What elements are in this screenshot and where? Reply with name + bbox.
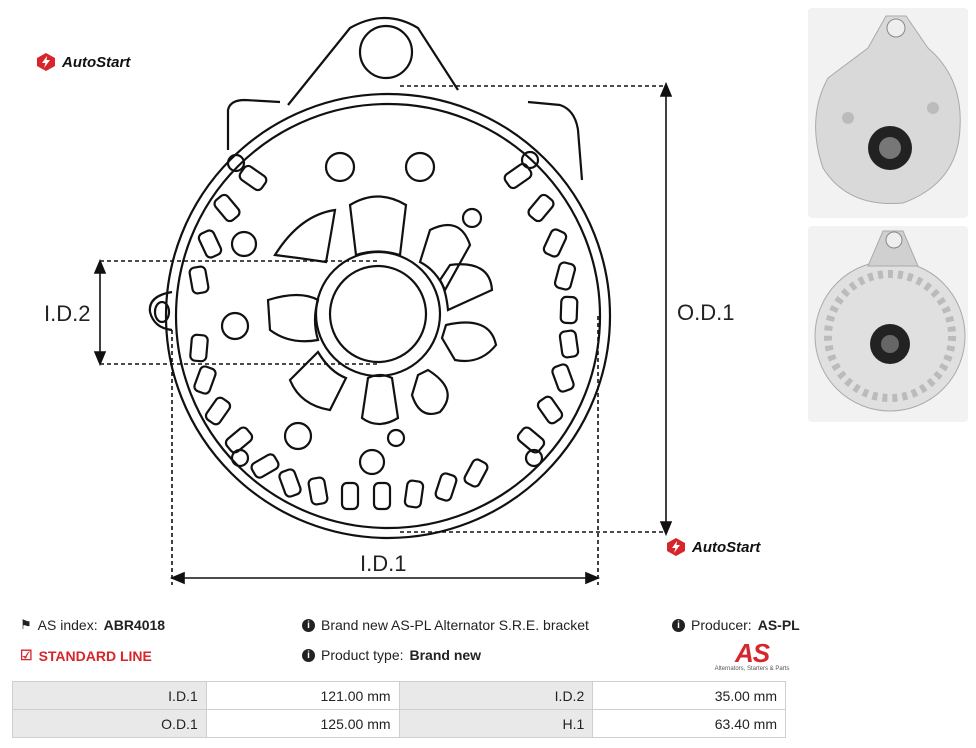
product-type-value: Brand new: [409, 647, 482, 663]
bracket-photo-front-image: [815, 15, 961, 205]
bracket-technical-drawing: I.D.2 O.D.1 I.D.1: [44, 17, 734, 585]
tags-icon: ⚑: [20, 617, 32, 632]
spec-label: H.1: [398, 709, 594, 738]
standard-line-text: STANDARD LINE: [38, 647, 152, 664]
brand-name: AutoStart: [62, 53, 131, 71]
product-type: i Product type: Brand new: [302, 647, 481, 663]
autostart-logo-icon: [37, 53, 55, 71]
autostart-logo-icon: [667, 538, 685, 556]
producer: i Producer: AS-PL: [672, 617, 800, 633]
spec-value: 35.00 mm: [592, 681, 786, 710]
brand-logo-top: AutoStart: [36, 52, 130, 72]
description-text: Brand new AS-PL Alternator S.R.E. bracke…: [321, 617, 589, 633]
spec-value: 121.00 mm: [205, 681, 400, 710]
label-id2: I.D.2: [44, 301, 90, 326]
product-photo-back[interactable]: [808, 226, 968, 422]
standard-line-badge: ☑ STANDARD LINE: [20, 647, 152, 664]
info-circle-icon: i: [672, 618, 685, 632]
check-square-icon: ☑: [20, 647, 33, 663]
spec-value: 125.00 mm: [205, 709, 400, 738]
as-index: ⚑ AS index: ABR4018: [20, 617, 165, 633]
producer-label: Producer:: [691, 617, 752, 633]
as-logo-text: AS: [734, 638, 770, 668]
info-circle-icon: i: [302, 618, 315, 632]
label-id1: I.D.1: [360, 551, 406, 576]
as-index-value: ABR4018: [103, 617, 166, 633]
producer-value: AS-PL: [757, 617, 800, 633]
info-circle-icon: i: [302, 648, 315, 662]
as-pl-logo: AS Alternators, Starters & Parts: [712, 640, 792, 672]
spec-label: O.D.1: [12, 709, 207, 738]
brand-name: AutoStart: [692, 538, 761, 556]
brand-logo-drawing: AutoStart: [666, 537, 760, 557]
as-logo-tagline: Alternators, Starters & Parts: [714, 666, 790, 672]
spec-label: I.D.2: [398, 681, 594, 710]
table-row: O.D.1 125.00 mm H.1 63.40 mm: [12, 709, 786, 738]
product-description: i Brand new AS-PL Alternator S.R.E. brac…: [302, 617, 589, 633]
specs-table: I.D.1 121.00 mm I.D.2 35.00 mm O.D.1 125…: [12, 681, 786, 738]
product-type-label: Product type:: [321, 647, 404, 663]
as-index-label: AS index:: [37, 617, 98, 633]
table-row: I.D.1 121.00 mm I.D.2 35.00 mm: [12, 681, 786, 710]
label-od1: O.D.1: [677, 300, 734, 325]
bracket-photo-back-image: [814, 230, 966, 412]
spec-label: I.D.1: [12, 681, 207, 710]
product-photo-front[interactable]: [808, 8, 968, 218]
spec-value: 63.40 mm: [592, 709, 786, 738]
